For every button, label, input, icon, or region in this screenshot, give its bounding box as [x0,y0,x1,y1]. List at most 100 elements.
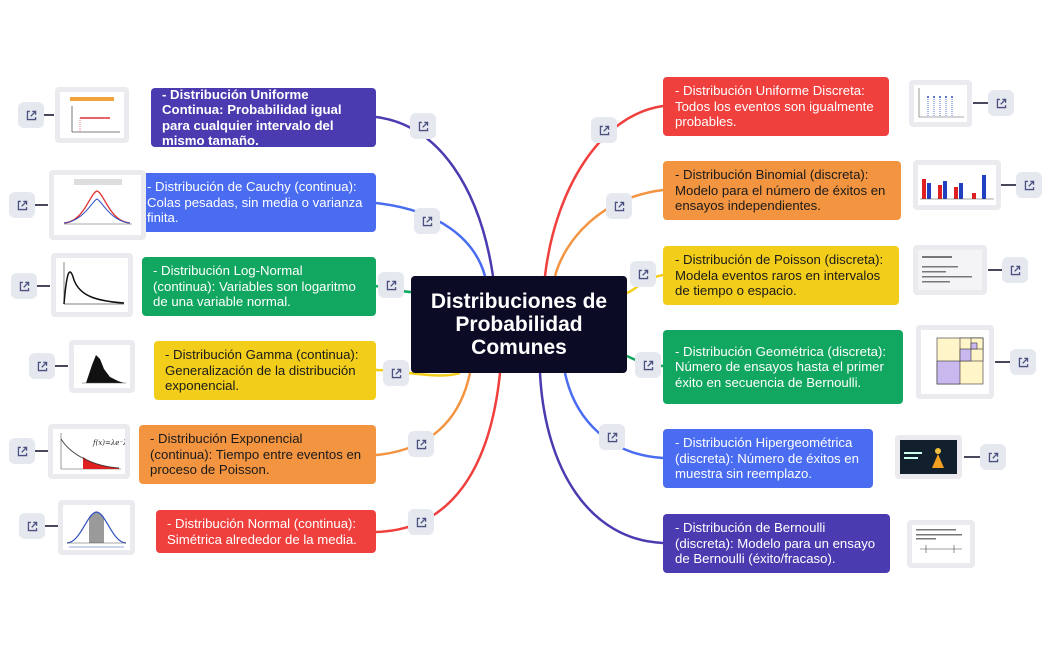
node-gamma[interactable]: - Distribución Gamma (continua): General… [154,341,376,400]
thumbnail-uniforme-discreta[interactable] [909,80,972,127]
node-label: - Distribución Gamma (continua): General… [165,347,359,394]
link-button[interactable] [591,117,617,143]
link-button[interactable] [1010,349,1036,375]
thumbnail-gamma[interactable] [69,340,135,393]
discrete-uniform-plot [918,88,964,118]
thumbnail-hipergeometrica[interactable] [895,435,962,479]
node-uniforme-discreta[interactable]: - Distribución Uniforme Discreta: Todos … [663,77,889,136]
exponential-density-plot: f(x)=λe⁻λx [60,433,125,470]
edge-uniforme-discreta [543,104,664,277]
edge-exponencial [375,372,472,457]
external-link-icon [418,121,428,131]
thumbnail-normal[interactable] [58,500,135,555]
external-link-icon [391,368,401,378]
node-normal[interactable]: - Distribución Normal (continua): Simétr… [156,510,376,553]
node-bernoulli[interactable]: - Distribución de Bernoulli (discreta): … [663,514,890,573]
poisson-formula-card [922,256,972,283]
central-topic[interactable]: Distribuciones de Probabilidad Comunes [411,276,627,373]
node-label: - Distribución de Bernoulli (discreta): … [675,520,876,567]
external-link-icon [37,361,47,371]
thumbnail-bernoulli[interactable] [907,520,975,568]
link-button[interactable] [1016,172,1042,198]
edge-normal [375,372,502,534]
node-label: - Distribución de Cauchy (continua): Col… [147,179,363,226]
link-button[interactable] [606,193,632,219]
edge-hipergeometrica [563,372,664,460]
link-button[interactable] [980,444,1006,470]
external-link-icon [26,110,36,120]
node-hipergeometrica[interactable]: - Distribución Hipergeométrica (discreta… [663,429,873,488]
link-button[interactable] [408,509,434,535]
external-link-icon [643,360,653,370]
thumbnail-exponencial[interactable]: f(x)=λe⁻λx [48,424,130,479]
external-link-icon [416,517,426,527]
binomial-bar-plot [920,175,994,200]
normal-density-plot [66,511,127,548]
edge-uniforme-continua [375,115,495,277]
thumbnail-binomial[interactable] [913,160,1001,210]
geometric-squares-diagram [936,337,984,385]
external-link-icon [638,269,648,279]
external-link-icon [386,280,396,290]
link-button[interactable] [18,102,44,128]
link-button[interactable] [19,513,45,539]
node-uniforme-continua[interactable]: - Distribución Uniforme Continua: Probab… [151,86,376,149]
bernoulli-tree-card [916,529,962,553]
external-link-icon [614,201,624,211]
node-binomial[interactable]: - Distribución Binomial (discreta): Mode… [663,161,901,220]
node-label: - Distribución Binomial (discreta): Mode… [675,167,886,214]
hypergeometric-banner [904,448,944,468]
link-button[interactable] [11,273,37,299]
node-label: - Distribución Normal (continua): Simétr… [167,516,357,547]
edge-binomial [553,188,664,277]
node-label: - Distribución Geométrica (discreta): Nú… [675,343,887,390]
external-link-icon [607,432,617,442]
external-link-icon [27,521,37,531]
link-button[interactable] [635,352,661,378]
link-button[interactable] [378,272,404,298]
external-link-icon [996,98,1006,108]
link-button[interactable] [9,438,35,464]
link-button[interactable] [414,208,440,234]
external-link-icon [599,125,609,135]
thumbnail-uniforme-continua[interactable] [55,87,129,143]
node-label: - Distribución Uniforme Discreta: Todos … [675,83,874,130]
thumbnail-poisson[interactable] [913,245,987,295]
node-label: - Distribución Log-Normal (continua): Va… [153,263,356,310]
edge-bernoulli [538,372,664,545]
external-link-icon [1010,265,1020,275]
link-button[interactable] [29,353,55,379]
external-link-icon [17,200,27,210]
link-button[interactable] [408,431,434,457]
node-geometrica[interactable]: - Distribución Geométrica (discreta): Nú… [663,330,903,404]
link-button[interactable] [988,90,1014,116]
svg-text:f(x)=λe⁻λx: f(x)=λe⁻λx [92,439,125,447]
link-button[interactable] [630,261,656,287]
node-label: - Distribución de Poisson (discreta): Mo… [675,252,884,299]
node-log-normal[interactable]: - Distribución Log-Normal (continua): Va… [142,257,376,316]
external-link-icon [416,439,426,449]
thumbnail-geometrica[interactable] [916,325,994,399]
node-cauchy[interactable]: - Distribución de Cauchy (continua): Col… [136,173,376,232]
thumbnail-cauchy[interactable] [49,170,146,240]
cauchy-density-plot [63,179,132,225]
node-label: - Distribución Uniforme Continua: Probab… [162,86,342,149]
node-label: - Distribución Exponencial (continua): T… [150,431,362,478]
link-button[interactable] [410,113,436,139]
external-link-icon [988,452,998,462]
external-link-icon [1024,180,1034,190]
external-link-icon [422,216,432,226]
link-button[interactable] [599,424,625,450]
link-button[interactable] [1002,257,1028,283]
node-poisson[interactable]: - Distribución de Poisson (discreta): Mo… [663,246,899,305]
node-label: - Distribución Hipergeométrica (discreta… [675,435,859,482]
node-exponencial[interactable]: - Distribución Exponencial (continua): T… [139,425,376,484]
thumbnail-log-normal[interactable] [51,253,133,317]
external-link-icon [1018,357,1028,367]
edge-cauchy [375,201,487,277]
external-link-icon [17,446,27,456]
link-button[interactable] [9,192,35,218]
gamma-histogram [82,355,126,384]
link-button[interactable] [383,360,409,386]
